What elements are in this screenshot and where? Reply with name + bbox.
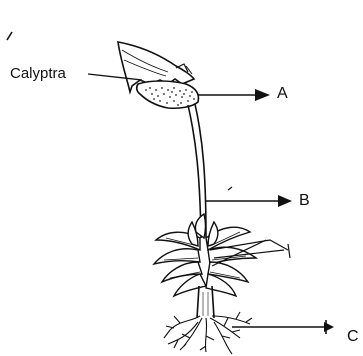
rhizoids-shape — [164, 312, 252, 354]
arrow-a — [198, 89, 270, 101]
stray-mark — [7, 32, 12, 40]
label-calyptra: Calyptra — [10, 66, 66, 81]
capsule-shape — [137, 81, 199, 108]
label-c: C — [347, 329, 359, 345]
label-a: A — [277, 86, 288, 102]
arrow-c — [232, 320, 334, 334]
stem-base — [197, 286, 214, 318]
arrow-b — [206, 187, 292, 207]
label-b: B — [299, 193, 310, 209]
